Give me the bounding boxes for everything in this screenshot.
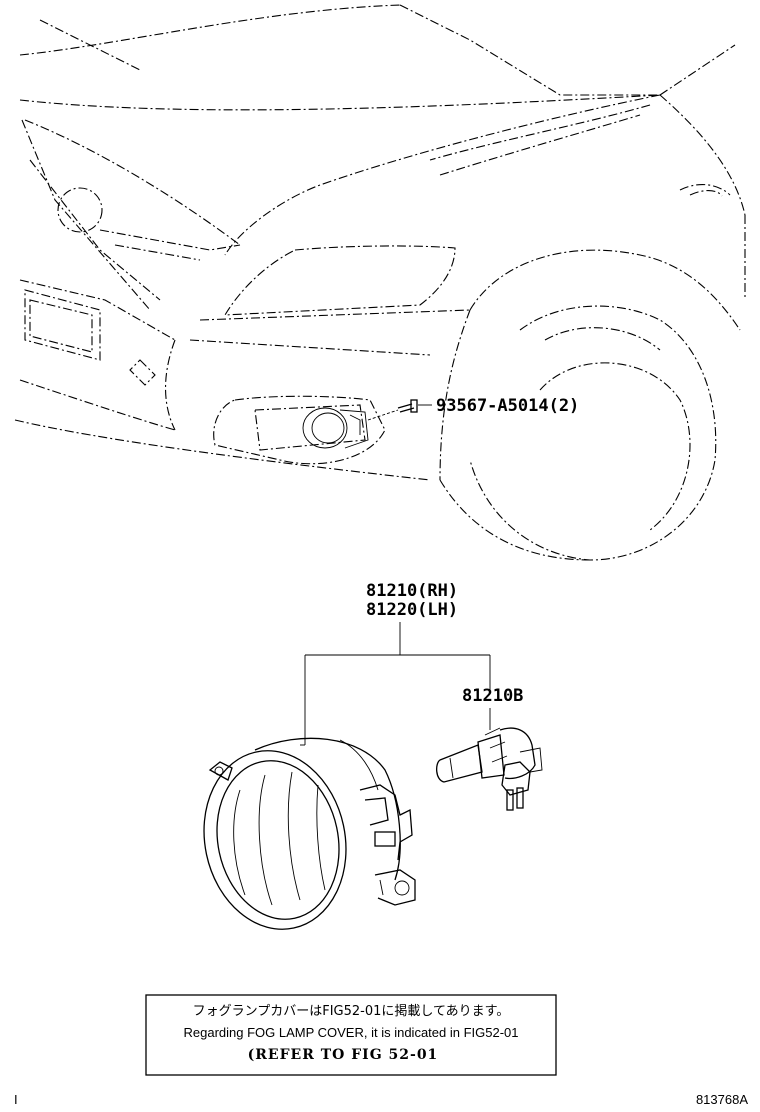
note-english: Regarding FOG LAMP COVER, it is indicate… [183, 1025, 518, 1040]
note-japanese: フォグランプカバーはFIG52-01に掲載してあります。 [193, 1003, 510, 1019]
leader-bracket [304, 622, 491, 745]
callout-lamp-lh: 81220(LH) [366, 600, 458, 620]
callout-bolt: 93567-A5014(2) [436, 396, 579, 416]
corner-mark: I [14, 1092, 18, 1107]
fog-bulb [436, 727, 543, 811]
note-reference: (REFER TO FIG 52-01 [248, 1047, 439, 1063]
car-front-outline [14, 4, 746, 561]
bolt-dashed-leader [367, 409, 399, 421]
fog-lamp-installed [302, 407, 369, 449]
fog-lamp-assembly [203, 737, 416, 930]
figure-code: 813768A [696, 1092, 748, 1107]
callout-lamp-rh: 81210(RH) [366, 581, 458, 601]
bolt-icon [397, 399, 418, 413]
callout-bulb: 81210B [462, 686, 523, 706]
note-box: フォグランプカバーはFIG52-01に掲載してあります。 Regarding F… [145, 994, 557, 1076]
